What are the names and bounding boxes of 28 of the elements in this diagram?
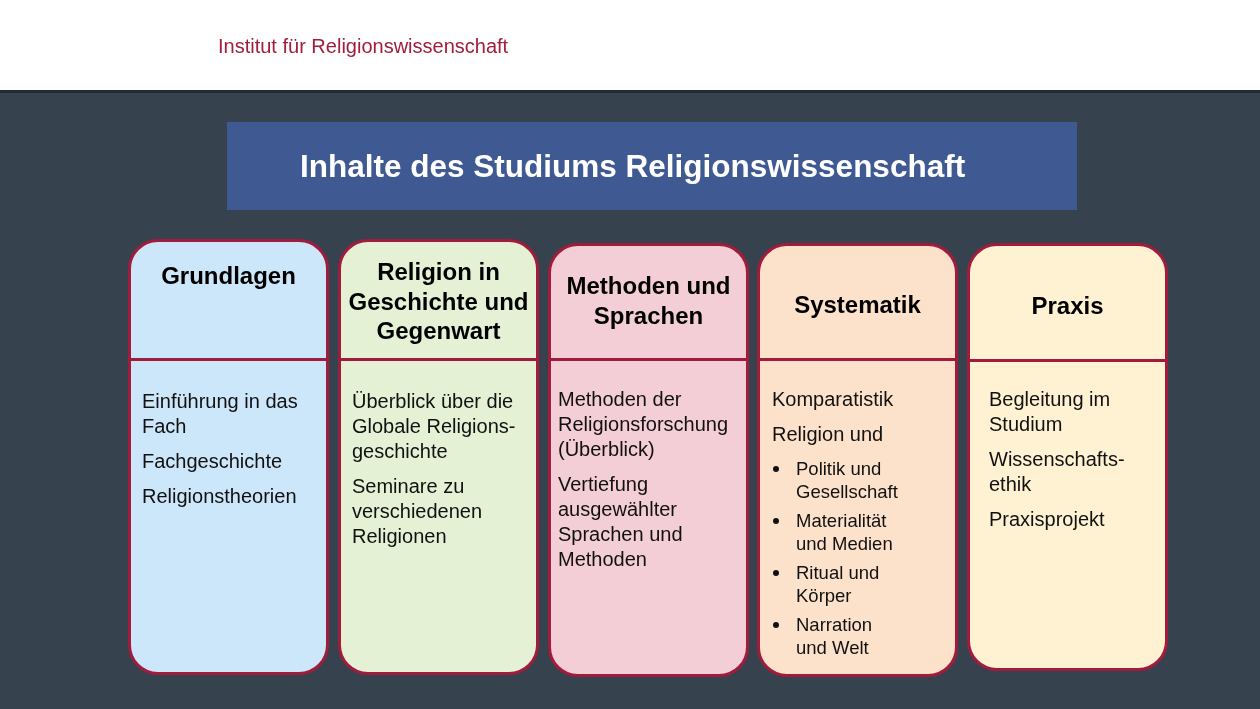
body-text: Fachgeschichte xyxy=(142,449,283,474)
list-item: Ritual und Körper xyxy=(796,561,881,607)
list-item: Narration und Welt xyxy=(796,613,874,659)
body-text: Praxisprojekt xyxy=(989,507,1105,532)
column-card xyxy=(338,239,539,675)
body-text: Einführung in das Fach xyxy=(142,389,299,439)
body-text: Komparatistik xyxy=(772,387,894,412)
column-heading: Praxis xyxy=(1031,291,1104,321)
column-card xyxy=(548,243,749,677)
institute-name: Institut für Religionswissenschaft xyxy=(218,34,509,58)
list-item: Materialität und Medien xyxy=(796,509,894,555)
diagram-title: Inhalte des Studiums Religionswissenschaft xyxy=(300,147,966,185)
body-text: Methoden der Religionsforschung (Überblick) xyxy=(558,387,730,462)
column-heading: Systematik xyxy=(794,290,921,320)
column-heading: Religion in Geschichte und Gegenwart xyxy=(347,256,530,346)
column-heading: Grundlagen xyxy=(161,261,296,291)
body-text: Religion und xyxy=(772,422,884,447)
list-item: Politik und Gesellschaft xyxy=(796,457,899,503)
column-heading: Methoden und Sprachen xyxy=(565,270,732,330)
column-card xyxy=(128,239,329,675)
body-text: Religionstheorien xyxy=(142,484,297,509)
body-text: Wissenschafts-ethik xyxy=(989,447,1126,497)
column-card xyxy=(967,243,1168,671)
body-text: Überblick über die Globale Religions-geschichte xyxy=(352,389,517,464)
body-text: Begleitung im Studium xyxy=(989,387,1112,437)
column-card xyxy=(757,243,958,677)
body-text: Vertiefung ausgewählter Sprachen und Methoden xyxy=(558,472,684,572)
body-text: Seminare zu verschiedenen Religionen xyxy=(352,474,484,549)
